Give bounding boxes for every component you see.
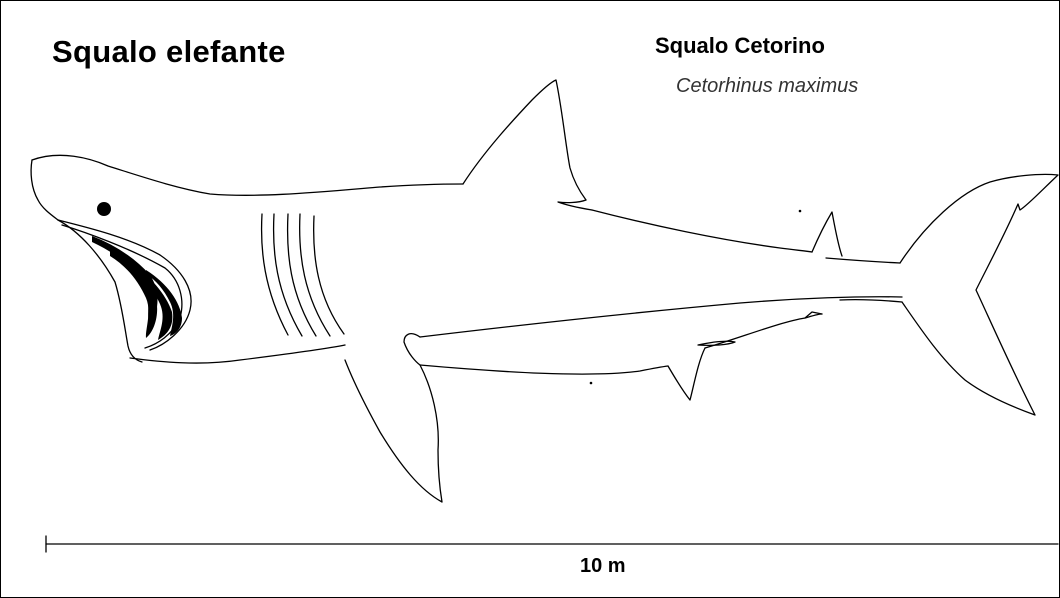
dorsal-fin-notch [558,200,592,210]
head-front [31,160,58,220]
belly-rear [705,314,822,348]
gill-rakers [92,236,182,340]
snout-and-back-outline [32,155,463,195]
gill-slit-1 [262,214,288,335]
caudal-peduncle-upper [826,258,900,263]
speck [799,210,802,213]
speck [590,382,593,385]
caudal-fin [900,174,1058,415]
second-dorsal-fin [812,212,842,256]
lateral-keel [420,297,902,337]
eye [97,202,111,216]
caudal-peduncle-lower [840,300,902,302]
upper-jaw [58,220,191,350]
back-to-second-dorsal [592,210,812,252]
underside-outline [130,345,345,363]
first-dorsal-fin [463,80,586,200]
scale-bar-label: 10 m [580,555,626,578]
anal-fin [668,348,705,400]
belly-to-anal-fin [420,365,668,374]
gill-slit-4 [300,214,330,336]
pectoral-fin [345,334,442,502]
